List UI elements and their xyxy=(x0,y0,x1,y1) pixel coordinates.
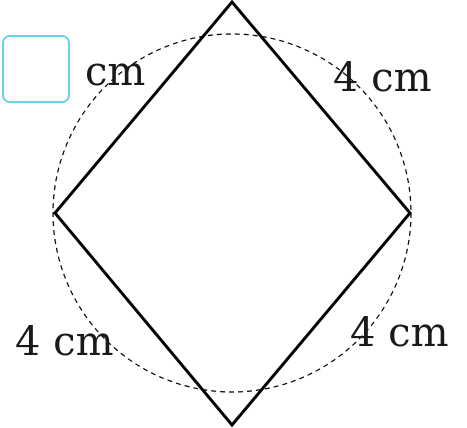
rhombus-shape xyxy=(53,0,412,428)
side-label-bottom-right: 4 cm xyxy=(350,310,449,356)
side-label-top-right: 4 cm xyxy=(333,55,432,101)
side-label-top-left-unit: cm xyxy=(85,49,146,95)
side-label-bottom-left: 4 cm xyxy=(15,319,114,365)
answer-input-box[interactable] xyxy=(2,35,70,103)
